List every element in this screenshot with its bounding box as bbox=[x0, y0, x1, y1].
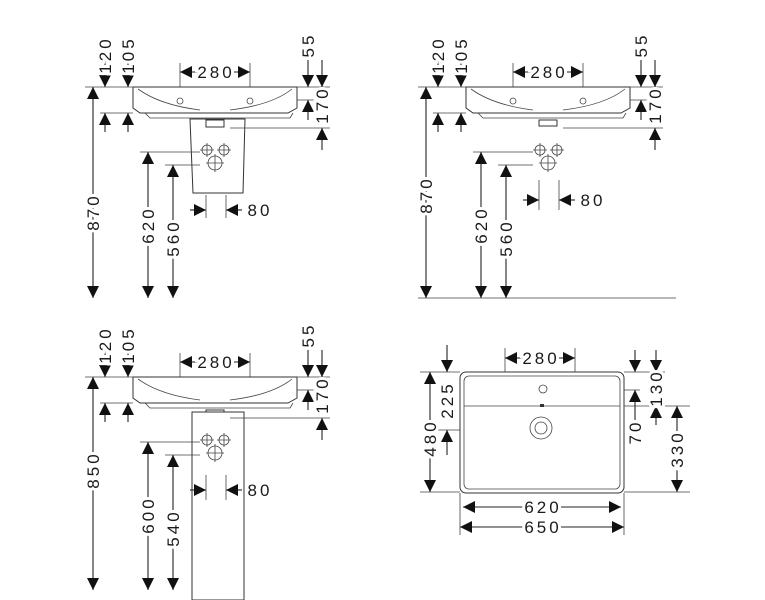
basin-side bbox=[132, 376, 298, 417]
dim-225: 225 bbox=[438, 381, 457, 418]
dim-80: 80 bbox=[248, 481, 273, 500]
dim-80: 80 bbox=[581, 191, 606, 210]
dim-105: 105 bbox=[119, 36, 138, 73]
dim-120: 120 bbox=[96, 326, 115, 363]
view-with-pedestal: 850 120 105 280 55 170 600 540 80 bbox=[81, 320, 335, 600]
dim-70: 70 bbox=[626, 420, 645, 445]
dim-280: 280 bbox=[530, 63, 567, 82]
pedestal bbox=[191, 411, 245, 600]
connections bbox=[533, 143, 564, 172]
dim-105: 105 bbox=[119, 326, 138, 363]
dim-280: 280 bbox=[522, 349, 559, 368]
trap-cover bbox=[189, 118, 246, 194]
basin-side bbox=[465, 86, 631, 127]
dim-870: 870 bbox=[417, 176, 436, 213]
dim-130: 130 bbox=[647, 369, 666, 406]
dim-55: 55 bbox=[299, 33, 318, 58]
dim-330: 330 bbox=[668, 430, 687, 467]
view-wall-mounted-with-trap-cover: 870 120 105 280 55 170 620 560 80 bbox=[81, 30, 335, 298]
dim-480: 480 bbox=[421, 419, 440, 456]
dim-540: 540 bbox=[164, 509, 183, 546]
dim-870: 870 bbox=[84, 193, 103, 230]
dim-620: 620 bbox=[472, 206, 491, 243]
dim-170: 170 bbox=[313, 86, 332, 123]
dim-55: 55 bbox=[632, 33, 651, 58]
dim-105: 105 bbox=[452, 36, 471, 73]
dim-170: 170 bbox=[646, 86, 665, 123]
dim-280: 280 bbox=[197, 63, 234, 82]
dim-620: 620 bbox=[139, 206, 158, 243]
dim-560: 560 bbox=[164, 219, 183, 256]
view-wall-mounted-without-cover: 870 120 105 280 55 170 620 560 80 bbox=[414, 30, 676, 299]
dim-280: 280 bbox=[197, 353, 234, 372]
dim-620: 620 bbox=[524, 498, 561, 517]
dim-560: 560 bbox=[497, 219, 516, 256]
dim-55: 55 bbox=[299, 323, 318, 348]
dim-120: 120 bbox=[96, 36, 115, 73]
dim-600: 600 bbox=[139, 496, 158, 533]
dim-80: 80 bbox=[248, 201, 273, 220]
dim-850: 850 bbox=[84, 451, 103, 488]
dim-170: 170 bbox=[313, 376, 332, 413]
dim-120: 120 bbox=[429, 36, 448, 73]
view-top: 280 225 480 70 130 330 620 650 bbox=[418, 345, 690, 540]
dim-650: 650 bbox=[524, 518, 561, 537]
basin-side bbox=[132, 86, 298, 119]
basin-top bbox=[459, 371, 625, 494]
